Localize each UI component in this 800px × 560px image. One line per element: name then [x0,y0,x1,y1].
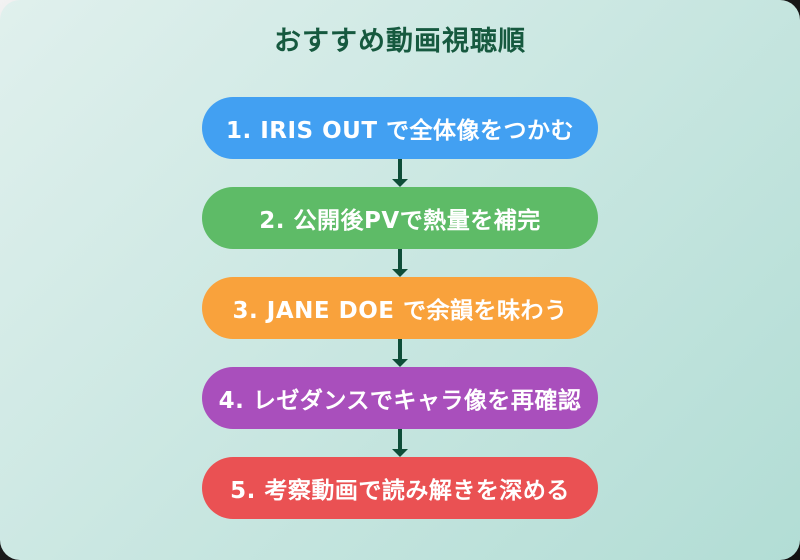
step-5-label: 5. 考察動画で読み解きを深める [230,478,570,504]
step-2-label: 2. 公開後PVで熱量を補完 [259,208,541,234]
arrow-down-icon [392,429,408,457]
step-4-box: 4. レゼダンスでキャラ像を再確認 [202,367,598,429]
arrow-down-icon [392,159,408,187]
step-1-box: 1. IRIS OUT で全体像をつかむ [202,97,598,159]
arrow-down-icon [392,249,408,277]
step-4-label: 4. レゼダンスでキャラ像を再確認 [218,388,582,414]
arrow-down-icon [392,339,408,367]
step-3-box: 3. JANE DOE で余韻を味わう [202,277,598,339]
page-title: おすすめ動画視聴順 [274,26,526,57]
flow-diagram: 1. IRIS OUT で全体像をつかむ 2. 公開後PVで熱量を補完 3. J… [0,97,800,519]
step-1-label: 1. IRIS OUT で全体像をつかむ [225,118,575,144]
step-2-box: 2. 公開後PVで熱量を補完 [202,187,598,249]
step-5-box: 5. 考察動画で読み解きを深める [202,457,598,519]
step-3-label: 3. JANE DOE で余韻を味わう [232,298,568,324]
